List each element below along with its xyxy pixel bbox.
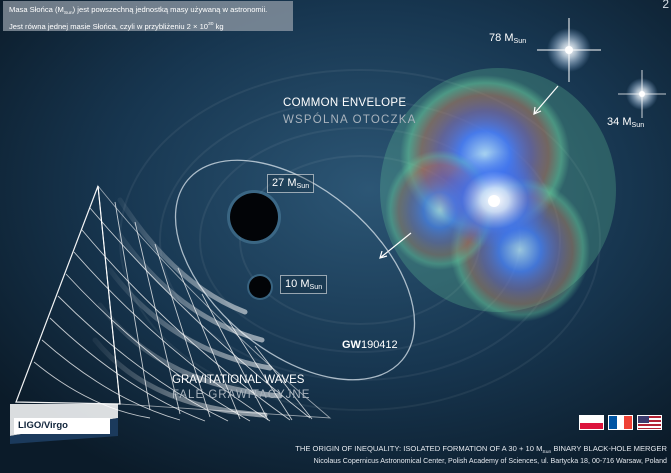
star-78 — [537, 18, 601, 82]
gravitational-waves-title: GRAVITATIONAL WAVES — [172, 374, 305, 386]
solar-mass-info-box: Masa Słońca (MSun) jest powszechną jedno… — [3, 1, 293, 31]
france-flag[interactable] — [608, 415, 633, 430]
page-number: 2 — [662, 0, 669, 11]
footer-credit: Nicolaus Copernicus Astronomical Center,… — [313, 457, 667, 465]
common-envelope-subtitle: WSPÓLNA OTOCZKA — [283, 114, 417, 126]
info-line-1: Masa Słońca (MSun) jest powszechną jedno… — [9, 5, 268, 16]
gravitational-waves-subtitle: FALE GRAWITACYJNE — [172, 389, 311, 401]
star-large-mass-label: 78 MSun — [489, 32, 527, 45]
footer-title: THE ORIGIN OF INEQUALITY: ISOLATED FORMA… — [295, 444, 667, 455]
detector-label: LIGO/Virgo — [14, 418, 110, 434]
detector-grid — [15, 184, 332, 422]
black-hole-27 — [227, 190, 281, 244]
star-small-mass-label: 34 MSun — [607, 116, 645, 129]
arrows — [379, 85, 559, 259]
common-envelope-title: COMMON ENVELOPE — [283, 97, 407, 109]
nebula — [380, 68, 616, 322]
info-line-2: Jest równa jednej masie Słońca, czyli w … — [9, 22, 224, 31]
black-hole-large-mass-label: 27 MSun — [267, 174, 315, 193]
usa-flag[interactable] — [637, 415, 662, 430]
black-hole-small-mass-label: 10 MSun — [280, 275, 328, 294]
event-name: GW190412 — [342, 339, 398, 351]
black-hole-10 — [247, 274, 273, 300]
poland-flag[interactable] — [579, 415, 604, 430]
star-34 — [618, 70, 666, 118]
